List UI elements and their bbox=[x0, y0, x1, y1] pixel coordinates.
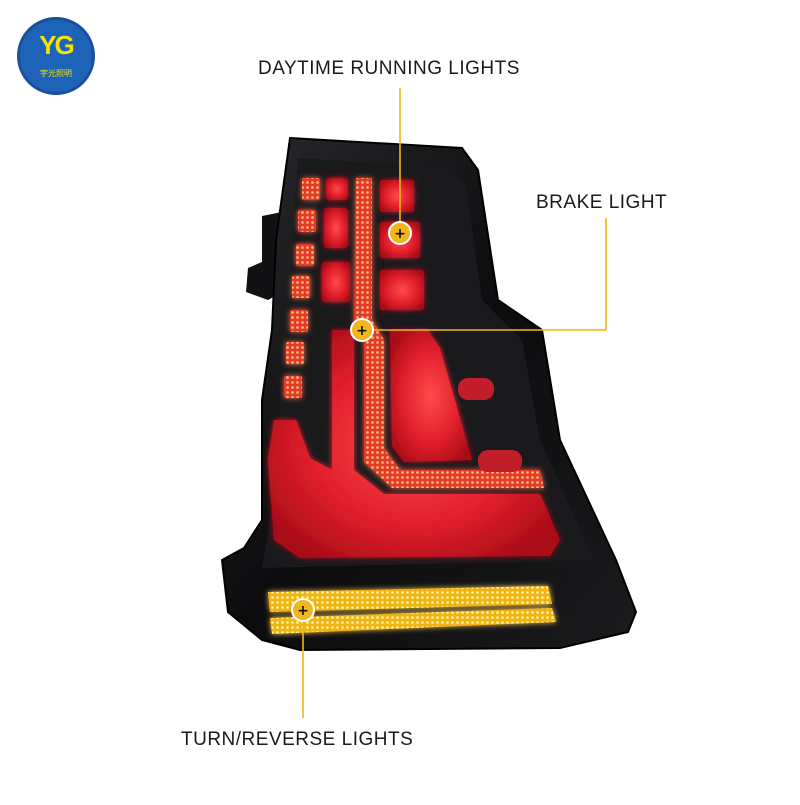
led-block bbox=[286, 342, 304, 364]
reflector bbox=[478, 450, 522, 472]
brake-callout-line bbox=[362, 218, 607, 331]
drl-label: DAYTIME RUNNING LIGHTS bbox=[258, 58, 520, 79]
callout-lines bbox=[302, 88, 607, 718]
led-block bbox=[324, 208, 348, 248]
drl-strip bbox=[354, 178, 544, 488]
led-block bbox=[326, 178, 348, 200]
brake-light-panel bbox=[390, 330, 472, 462]
led-block bbox=[290, 310, 308, 332]
turn-reverse-bars bbox=[268, 586, 556, 634]
led-block bbox=[298, 210, 316, 232]
brake-marker: + bbox=[350, 318, 374, 342]
logo-subtitle: 宇光照明 bbox=[40, 69, 72, 78]
turn-marker: + bbox=[291, 598, 315, 622]
svg-text:+: + bbox=[297, 603, 309, 619]
led-block bbox=[292, 276, 310, 298]
turn-bar bbox=[268, 586, 552, 612]
led-block bbox=[296, 244, 314, 266]
reflector bbox=[458, 378, 494, 400]
led-block bbox=[284, 376, 302, 398]
led-block bbox=[380, 270, 424, 310]
led-block bbox=[322, 262, 350, 302]
svg-text:+: + bbox=[394, 226, 406, 242]
led-block bbox=[302, 178, 320, 200]
drl-block bbox=[380, 180, 414, 212]
svg-text:+: + bbox=[356, 323, 368, 339]
brake-light-lower bbox=[268, 330, 560, 558]
turn-reverse-label: TURN/REVERSE LIGHTS bbox=[181, 729, 414, 750]
drl-marker: + bbox=[388, 221, 412, 245]
logo-mark: YG bbox=[39, 30, 75, 60]
brand-logo: YG 宇光照明 bbox=[17, 17, 95, 95]
reverse-bar bbox=[270, 608, 556, 634]
brake-label: BRAKE LIGHT bbox=[536, 192, 668, 213]
